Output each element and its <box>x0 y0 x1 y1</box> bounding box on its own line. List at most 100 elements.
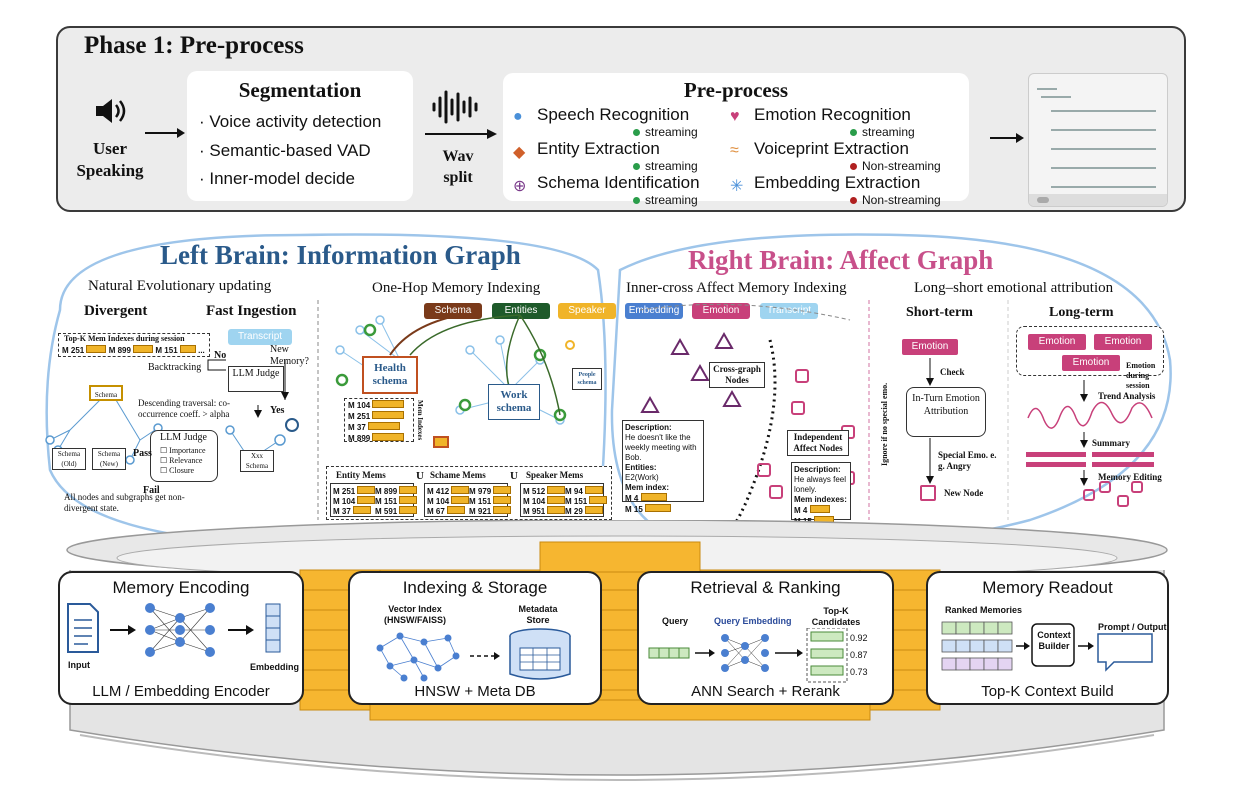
mem-id: M 512 <box>523 487 546 496</box>
ignore-label: Ignore if no special emo. <box>880 382 889 466</box>
memory-editing-label: Memory Editing <box>1098 472 1162 482</box>
pass-label: Pass <box>133 448 152 459</box>
mem-row: M 94 <box>565 486 603 496</box>
topk-item: ... <box>198 346 205 355</box>
mode-text: streaming <box>645 125 698 139</box>
emotion-tag: Emotion <box>1062 355 1120 371</box>
mem-id: M 979 <box>469 487 492 496</box>
context-builder-label: Context Builder <box>1037 630 1071 651</box>
ranked-memories-label: Ranked Memories <box>945 605 1023 615</box>
mem-row: M 591 <box>375 506 418 516</box>
mem-row: M 67 <box>427 506 465 516</box>
topk-item: M 899 <box>108 346 131 355</box>
preprocess-item-label: Speech Recognition <box>537 105 690 124</box>
mem-bar <box>446 506 465 514</box>
mem-row: M 899 <box>375 486 418 496</box>
yes-label: Yes <box>270 405 285 416</box>
segmentation-bullet: · Voice activity detection <box>199 112 382 131</box>
input-label: Input <box>68 660 90 670</box>
preprocess-mode: Non-streaming <box>850 159 941 173</box>
mem-bar <box>584 506 603 514</box>
module-footer: HNSW + Meta DB <box>414 683 536 700</box>
fail-label: Fail <box>143 485 160 496</box>
mem-row: M 37 <box>333 506 371 516</box>
mem-id: M 251 <box>333 487 356 496</box>
mem-bar <box>584 486 603 494</box>
mem-row: M 104 <box>348 400 410 411</box>
status-dot <box>633 163 640 171</box>
embedding-label: Embedding <box>250 662 299 672</box>
mem-id: M 151 <box>375 497 398 506</box>
mem-row: M 251 <box>333 486 376 496</box>
prompt-output-label: Prompt / Output <box>1098 622 1167 632</box>
mode-text: streaming <box>645 159 698 173</box>
mem-index-label: Mem Indexes <box>416 400 424 441</box>
desc1-entities: E2(Work) <box>625 473 659 482</box>
mem-id: M 104 <box>427 497 450 506</box>
emotion-session-label: Emotion during session <box>1126 361 1156 390</box>
mem-bar <box>589 496 608 504</box>
topk-item: M 251 <box>62 346 85 355</box>
shortterm-arrows <box>926 358 934 484</box>
mode-text: streaming <box>645 193 698 207</box>
schema-old-node: Schema (Old) <box>52 448 86 470</box>
wave-icon: ≈ <box>730 142 739 159</box>
module-footer: ANN Search + Rerank <box>691 683 840 700</box>
mem-row: M 151 <box>565 496 608 506</box>
mem-id: M 591 <box>375 507 398 516</box>
schema-node: Schema <box>89 385 123 401</box>
mem-row: M 251 <box>348 411 410 422</box>
mem-row: M 104 <box>333 496 376 506</box>
backtracking-label: Backtracking <box>148 362 202 373</box>
score-label: 0.92 <box>850 633 868 643</box>
criteria-item: ☐ Closure <box>160 466 195 475</box>
legend-tag-schema: Schema <box>424 303 482 319</box>
schema-new-node: Schema (New) <box>92 448 126 470</box>
divergent-label: Divergent <box>84 303 148 319</box>
onehop-graph <box>335 314 575 425</box>
json-preview <box>1028 73 1168 207</box>
mem-bar <box>547 506 566 514</box>
mem-id: M 104 <box>333 497 356 506</box>
criteria-list: ☐ Importance ☐ Relevance ☐ Closure <box>160 446 206 476</box>
score-label: 0.73 <box>850 667 868 677</box>
preprocess-mode: streaming <box>633 125 698 139</box>
llm-judge-box: LLM Judge <box>228 366 284 392</box>
topk-item: M 151 <box>155 346 178 355</box>
non-divergent-label: All nodes and subgraphs get non-divergen… <box>64 492 185 513</box>
legend-tag-entities: Entities <box>492 303 550 319</box>
mem-id: M 67 <box>427 507 445 516</box>
module-title: Indexing & Storage <box>402 578 548 597</box>
mode-text: Non-streaming <box>862 159 941 173</box>
desc2-memindex-label: Mem indexes: <box>794 495 847 504</box>
status-dot <box>850 197 857 205</box>
criteria-item: ☐ Relevance <box>160 456 203 465</box>
right-brain-title: Right Brain: Affect Graph <box>688 245 994 275</box>
mem-row: M 29 <box>565 506 603 516</box>
cross-graph-box: Cross-graph Nodes <box>709 362 765 388</box>
new-node-label: New Node <box>944 488 984 498</box>
topk-items: M 251 M 899 M 151 ... <box>62 345 205 355</box>
no-label: No <box>214 350 227 361</box>
mem-row: M 921 <box>469 506 512 516</box>
desc1-entities-label: Entities: <box>625 463 657 472</box>
waveform-icon <box>432 90 478 124</box>
status-dot <box>850 163 857 171</box>
mem-id: M 412 <box>427 487 450 496</box>
speaker-icon <box>96 99 126 123</box>
desc1-label: Description: <box>625 423 672 432</box>
mem-bar <box>451 496 470 504</box>
mem-group-title: Entity Mems <box>336 470 386 480</box>
work-schema-node: Work schema <box>488 384 540 420</box>
union-symbol: U <box>510 470 518 482</box>
desc2-label: Description: <box>794 465 841 474</box>
vector-index-label: Vector Index (HNSW/FAISS) <box>384 604 446 625</box>
desc2-box: Description: He always feel lonely. Mem … <box>791 462 851 526</box>
score-label: 0.87 <box>850 650 868 660</box>
segmentation-card <box>187 71 413 201</box>
mem-bar <box>399 486 418 494</box>
mem-row: M 104 <box>523 496 566 506</box>
mem-row: M 412 <box>427 486 470 496</box>
new-node-icon <box>920 485 936 501</box>
mem-marker <box>433 436 449 448</box>
